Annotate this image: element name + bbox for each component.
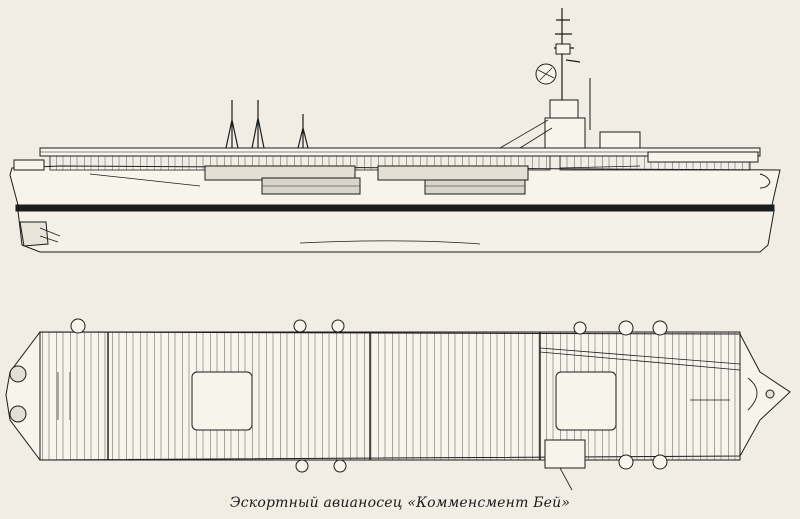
figure-caption: Эскортный авианосец «Комменсмент Бей»	[229, 495, 571, 511]
hull-lower	[17, 210, 775, 253]
side-profile-view	[9, 8, 781, 253]
gun-tubs-bottom	[295, 454, 668, 473]
gun-tubs-top	[70, 318, 668, 336]
stern-mounts	[9, 365, 27, 423]
island-superstructure	[499, 8, 641, 149]
flight-deck-plan	[39, 331, 741, 461]
crane-masts	[225, 100, 309, 149]
forward-elevator	[191, 371, 253, 431]
rudder	[19, 221, 49, 247]
waterline-band	[15, 204, 775, 212]
plan-view	[5, 318, 791, 491]
aft-elevator	[555, 371, 617, 431]
island-plan	[544, 439, 586, 469]
